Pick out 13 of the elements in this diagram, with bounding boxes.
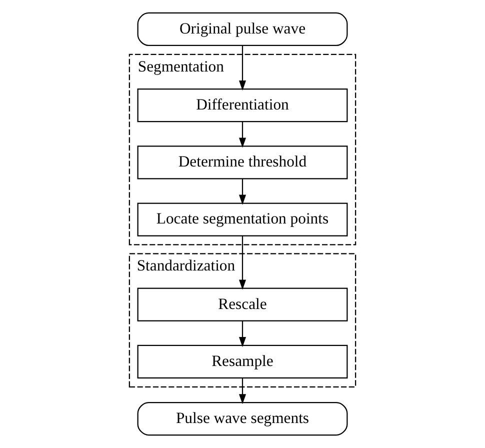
node-box: Differentiation bbox=[137, 88, 348, 122]
node-box: Locate segmentation points bbox=[137, 202, 348, 236]
arrow bbox=[238, 378, 246, 404]
node-box: Original pulse wave bbox=[137, 12, 348, 46]
arrow bbox=[238, 321, 246, 348]
arrow bbox=[238, 178, 246, 205]
node-box: Rescale bbox=[137, 288, 348, 322]
node-box: Resample bbox=[137, 344, 348, 378]
arrow bbox=[238, 46, 246, 91]
node-box: Pulse wave segments bbox=[137, 402, 348, 436]
arrow bbox=[238, 122, 246, 148]
arrow bbox=[238, 236, 246, 290]
node-box: Determine threshold bbox=[137, 146, 348, 180]
